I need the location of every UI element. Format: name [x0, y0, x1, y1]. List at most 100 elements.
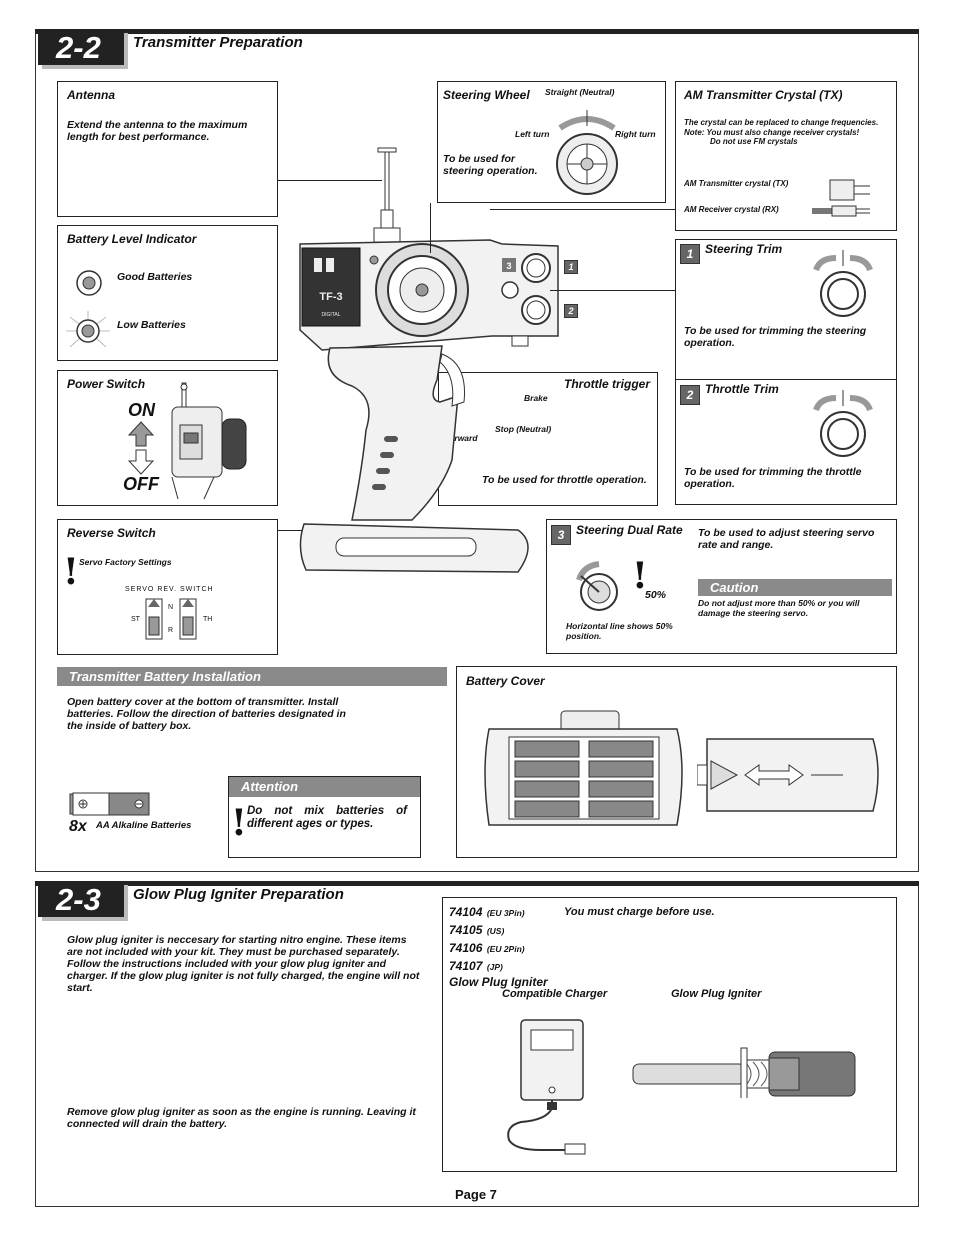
throttle-trigger-title: Throttle trigger: [564, 377, 650, 391]
steering-trim-text: To be used for trimming the steering ope…: [684, 325, 867, 349]
svg-text:TF-3: TF-3: [319, 291, 342, 303]
callout-2-badge: 2: [564, 304, 578, 318]
throttle-trim-text: To be used for trimming the throttle ope…: [684, 466, 862, 490]
st-label: ST: [131, 616, 140, 623]
part-number-row: 74105 (US): [449, 921, 548, 939]
left-turn-label: Left turn: [515, 129, 550, 139]
low-led-icon: [66, 311, 110, 348]
dual-rate-pct: 50%: [645, 589, 667, 601]
part-number: 74105: [449, 923, 483, 937]
good-led-icon: [76, 270, 102, 296]
th-label: TH: [203, 616, 213, 623]
part-region: (JP): [486, 962, 503, 972]
callout-3: 3: [506, 261, 511, 271]
steering-trim-title: Steering Trim: [705, 242, 783, 256]
section-2-3-number: 2-3: [38, 881, 124, 917]
igniter-label: Glow Plug Igniter: [671, 988, 762, 1000]
servo-factory-note: Servo Factory Settings: [79, 557, 172, 567]
glow-plug-box: 74104 (EU 3Pin) 74105 (US) 74106 (EU 2Pi…: [442, 897, 897, 1172]
antenna-title: Antenna: [67, 88, 115, 102]
steering-wheel-icon: [556, 110, 618, 195]
reverse-switch-box: Reverse Switch ! Servo Factory Settings …: [57, 519, 278, 655]
crystal-line3: Do not use FM crystals: [710, 137, 798, 146]
throttle-trim-knob-icon: [813, 390, 873, 457]
on-off-arrows-icon: [128, 421, 154, 475]
battery-qty: 8x: [69, 818, 87, 835]
throttle-trim-title: Throttle Trim: [705, 382, 779, 396]
battery-level-title: Battery Level Indicator: [67, 232, 197, 246]
steering-wheel-box: Steering Wheel Straight (Neutral) Left t…: [437, 81, 666, 203]
crystal-box: AM Transmitter Crystal (TX) The crystal …: [675, 81, 897, 231]
trim-box: 1 Steering Trim To be used for trimming …: [675, 239, 897, 505]
warning-exclamation-icon: !: [63, 551, 79, 593]
aa-battery-icon: [69, 792, 150, 816]
caution-text: Do not adjust more than 50% or you will …: [698, 598, 860, 618]
dual-rate-badge: 3: [551, 525, 571, 545]
steering-trim-knob-icon: [813, 250, 873, 317]
dual-rate-title: Steering Dual Rate: [576, 523, 683, 537]
power-switch-box: Power Switch ON OFF: [57, 370, 278, 506]
trim-divider: [676, 379, 896, 380]
part-region: (EU 3Pin): [486, 908, 525, 918]
battery-box-illustration: [484, 710, 683, 826]
part-region: (US): [486, 926, 505, 936]
forward-label: Forward: [444, 433, 478, 443]
rx-crystal-label: AM Receiver crystal (RX): [684, 205, 779, 214]
battery-cover-title: Battery Cover: [466, 674, 545, 688]
connector-crystal: [490, 209, 676, 210]
part-number: 74106: [449, 941, 483, 955]
good-batteries-label: Good Batteries: [117, 271, 193, 283]
dual-rate-note: Horizontal line shows 50% position.: [566, 621, 673, 641]
steering-trim-badge: 1: [680, 244, 700, 264]
servo-rev-switch-label: SERVO REV. SWITCH: [125, 586, 214, 593]
connector-reverse: [278, 530, 302, 531]
steering-wheel-title: Steering Wheel: [443, 88, 530, 102]
aa-battery-label: AA Alkaline Batteries: [96, 820, 192, 831]
page-number: Page 7: [455, 1187, 497, 1202]
throttle-trim-badge: 2: [680, 385, 700, 405]
battery-install-text: Open battery cover at the bottom of tran…: [67, 696, 346, 732]
throttle-trigger-text: To be used for throttle operation.: [482, 474, 647, 486]
low-batteries-label: Low Batteries: [117, 319, 186, 331]
crystal-icon: [812, 179, 870, 217]
antenna-box: Antenna Extend the antenna to the maximu…: [57, 81, 278, 217]
connector-steering: [430, 203, 431, 253]
section-2-2-title: Transmitter Preparation: [133, 34, 303, 51]
dual-rate-text: To be used to adjust steering servo rate…: [698, 527, 875, 551]
tx-crystal-label: AM Transmitter crystal (TX): [684, 179, 789, 188]
crystal-title: AM Transmitter Crystal (TX): [684, 88, 843, 102]
part-region: (EU 2Pin): [486, 944, 525, 954]
attention-warning-icon: !: [231, 802, 247, 844]
section-2-3-title: Glow Plug Igniter Preparation: [133, 886, 344, 903]
callout-1-badge: 1: [564, 260, 578, 274]
glow-plug-text-1: Glow plug igniter is neccesary for start…: [67, 934, 420, 994]
part-number: 74107: [449, 959, 483, 973]
charge-note: You must charge before use.: [564, 906, 715, 918]
attention-text: Do not mix batteries of different ages o…: [247, 805, 407, 830]
part-number: 74104: [449, 905, 483, 919]
battery-cover-box: Battery Cover: [456, 666, 897, 858]
part-numbers-list: 74104 (EU 3Pin) 74105 (US) 74106 (EU 2Pi…: [449, 903, 548, 989]
reverse-switch-title: Reverse Switch: [67, 526, 156, 540]
crystal-line2: Note: You must also change receiver crys…: [684, 128, 860, 137]
charger-icon: [507, 1019, 586, 1155]
antenna-text: Extend the antenna to the maximum length…: [67, 119, 248, 143]
svg-text:DIGITAL: DIGITAL: [321, 312, 340, 318]
dual-rate-dial-icon: [576, 561, 618, 611]
section-2-2-number: 2-2: [38, 29, 124, 65]
connector-trim: [550, 290, 676, 291]
battery-cover-slide-illustration: [697, 738, 879, 812]
part-number-row: 74107 (JP): [449, 957, 548, 975]
right-turn-label: Right turn: [615, 129, 656, 139]
dual-rate-box: 3 Steering Dual Rate To be used to adjus…: [546, 519, 897, 654]
glow-plug-text-2: Remove glow plug igniter as soon as the …: [67, 1106, 416, 1130]
brake-label: Brake: [524, 393, 548, 403]
battery-install-bar: Transmitter Battery Installation: [57, 667, 447, 686]
straight-neutral-label: Straight (Neutral): [545, 87, 615, 97]
stop-neutral-label: Stop (Neutral): [495, 424, 552, 434]
power-switch-title: Power Switch: [67, 377, 146, 391]
section-2-3-header-bar: [35, 881, 919, 886]
glow-plug-igniter-icon: [632, 1047, 856, 1098]
battery-level-box: Battery Level Indicator Good Batteries L…: [57, 225, 278, 361]
n-label: N: [168, 604, 174, 611]
